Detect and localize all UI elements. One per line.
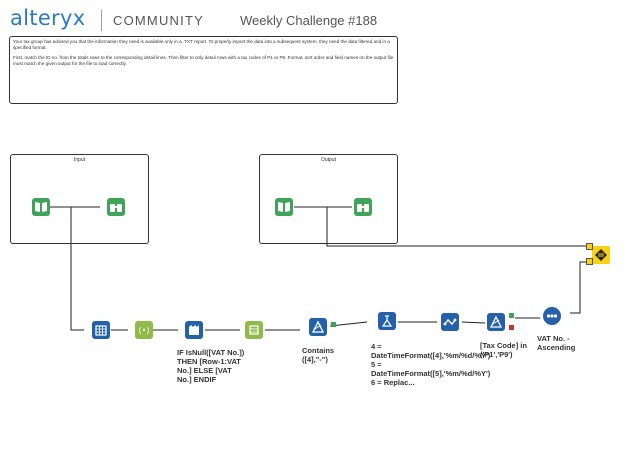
input-container-label: Input [73, 157, 86, 163]
input-container[interactable]: Input [10, 154, 149, 244]
filter-tax-false-anchor[interactable] [509, 325, 514, 330]
input-book-icon [278, 202, 290, 212]
filter-contains-annotation: Contains ([4],"-") [302, 346, 335, 364]
filter-tax-true-anchor[interactable] [509, 313, 514, 318]
record-id-icon [189, 325, 199, 335]
input-book-icon [35, 202, 47, 212]
output-browse-tool[interactable] [354, 198, 372, 216]
description-para-1: Your tax group has advised you that the … [13, 39, 390, 50]
alteryx-logo: alteryx [10, 6, 86, 30]
select-icon [249, 325, 259, 335]
filter-tax-code-tool[interactable] [487, 313, 505, 331]
join-right-anchor[interactable] [586, 258, 593, 265]
filter-true-anchor[interactable] [331, 322, 336, 327]
header-divider [101, 10, 102, 31]
community-label: COMMUNITY [113, 13, 204, 28]
text-to-columns-tool[interactable] [92, 321, 110, 339]
formula-tool[interactable] [378, 312, 396, 330]
record-id-tool[interactable] [185, 321, 203, 339]
filter-tax-annotation: [Tax Code] in ('P1','P9') [480, 341, 527, 359]
join-left-anchor[interactable] [586, 243, 593, 250]
output-container-label: Output [320, 157, 336, 163]
input-data-tool[interactable] [32, 198, 50, 216]
sort-tool[interactable] [543, 307, 561, 325]
join-icon [595, 249, 607, 261]
multirow-annotation: IF IsNull([VAT No.]) THEN [Row-1:VAT No.… [177, 348, 245, 384]
multi-row-formula-icon: (•) [139, 326, 150, 335]
formula-annotation: 4 = DateTimeFormat([4],'%m/%d/%Y') 5 = D… [371, 342, 491, 387]
union-tool[interactable] [441, 313, 459, 331]
browse-binoculars-icon [110, 204, 122, 212]
filter-contains-tool[interactable] [309, 318, 327, 336]
join-tool[interactable] [592, 246, 610, 264]
output-input-data-tool[interactable] [275, 198, 293, 216]
text-to-columns-icon [95, 325, 107, 336]
svg-text:(•): (•) [139, 326, 150, 335]
browse-tool[interactable] [107, 198, 125, 216]
filter-icon [489, 315, 503, 328]
sort-annotation: VAT No. - Ascending [537, 334, 576, 352]
page-title: Weekly Challenge #188 [240, 13, 378, 28]
description-para-2: First, match the ID no. from the totals … [13, 55, 394, 66]
formula-icon [381, 315, 393, 327]
select-tool[interactable] [245, 321, 263, 339]
union-icon [443, 318, 457, 326]
multi-row-formula-tool[interactable]: (•) [135, 321, 153, 339]
filter-icon [311, 320, 325, 333]
output-container[interactable]: Output [259, 154, 398, 244]
description-comment[interactable]: Your tax group has advised you that the … [9, 36, 398, 104]
browse-binoculars-icon [357, 204, 369, 212]
sort-icon [546, 314, 558, 318]
